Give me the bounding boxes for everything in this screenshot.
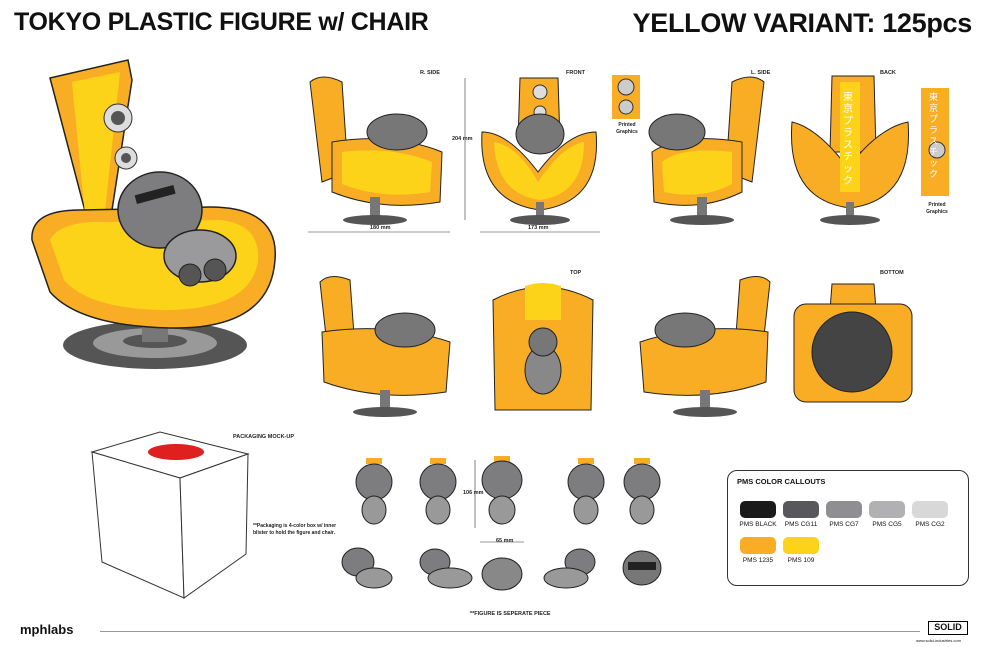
- swatch-pms-cg5: [869, 501, 905, 518]
- pms-color-callouts: PMS COLOR CALLOUTS PMS BLACK PMS CG11 PM…: [727, 470, 969, 586]
- printed-graphics-callout-back: [921, 88, 949, 196]
- figure-standing-3: [567, 458, 605, 525]
- view-label-back: BACK: [880, 70, 896, 76]
- printed-graphics-label-front: Printed Graphics: [616, 122, 638, 135]
- figure-standing-1: [355, 458, 393, 525]
- swatch-label: PMS BLACK: [739, 521, 777, 528]
- swatch-pms-1235: [740, 537, 776, 554]
- view-label-front: FRONT: [566, 70, 585, 76]
- swatch-label: PMS 109: [787, 557, 815, 564]
- dimension-width: 173 mm: [528, 225, 549, 231]
- figure-views: [341, 456, 662, 591]
- swatch-pms-cg2: [912, 501, 948, 518]
- packaging-label: PACKAGING MOCK-UP: [233, 434, 295, 440]
- chair-back-view: [790, 75, 910, 225]
- dimension-figure-height: 106 mm: [463, 490, 484, 496]
- dimension-depth: 180 mm: [370, 225, 391, 231]
- hero-chair-illustration: [31, 59, 276, 369]
- figure-seated-row: [341, 547, 662, 591]
- figure-standing-front: [481, 456, 523, 525]
- swatch-pms-cg7: [826, 501, 862, 518]
- swatch-pms-cg11: [783, 501, 819, 518]
- page-title: TOKYO PLASTIC FIGURE w/ CHAIR: [14, 8, 429, 36]
- dimension-figure-width: 65 mm: [496, 538, 514, 544]
- swatch-label: PMS CG7: [829, 521, 859, 528]
- packaging-box-illustration: [90, 431, 250, 599]
- view-label-bottom: BOTTOM: [880, 270, 904, 276]
- swatch-label: PMS CG5: [872, 521, 902, 528]
- brand-logo: mphlabs: [20, 622, 74, 637]
- packaging-note: **Packaging is 4-color box w/ inner blis…: [253, 523, 337, 536]
- figure-standing-4: [623, 458, 661, 525]
- view-label-r-side: R. SIDE: [420, 70, 440, 76]
- dimension-height: 204 mm: [452, 136, 473, 142]
- chair-top-view: [492, 283, 594, 411]
- chair-angle-view-left: [319, 276, 451, 417]
- footer-divider: [100, 631, 920, 632]
- partner-url: www.solid-industries.com: [916, 638, 961, 643]
- variant-title: YELLOW VARIANT: 125pcs: [632, 8, 973, 38]
- back-printed-text: 東京プラスチック: [843, 92, 853, 187]
- printed-graphics-label-back: Printed Graphics: [926, 202, 948, 215]
- printed-graphics-callout-front: [612, 75, 640, 119]
- swatch-pms-black: [740, 501, 776, 518]
- figure-standing-2: [419, 458, 457, 525]
- swatch-label: PMS CG2: [915, 521, 945, 528]
- chair-angle-view-right: [639, 276, 771, 417]
- chair-front-view: [481, 77, 598, 225]
- pms-title: PMS COLOR CALLOUTS: [737, 477, 826, 486]
- partner-logo: SOLID: [928, 621, 968, 635]
- swatch-label: PMS CG11: [784, 521, 818, 528]
- back-callout-printed-text: 東京プラスチック: [929, 92, 939, 179]
- chair-r-side-view: [309, 76, 443, 225]
- swatch-label: PMS 1235: [742, 557, 774, 564]
- figure-note: **FIGURE IS SEPERATE PIECE: [470, 611, 551, 617]
- swatch-pms-109: [783, 537, 819, 554]
- dimension-lines: [308, 78, 600, 233]
- view-label-l-side: L. SIDE: [751, 70, 771, 76]
- view-label-top: TOP: [570, 270, 582, 276]
- chair-bottom-view: [793, 283, 913, 403]
- chair-l-side-view: [648, 76, 765, 225]
